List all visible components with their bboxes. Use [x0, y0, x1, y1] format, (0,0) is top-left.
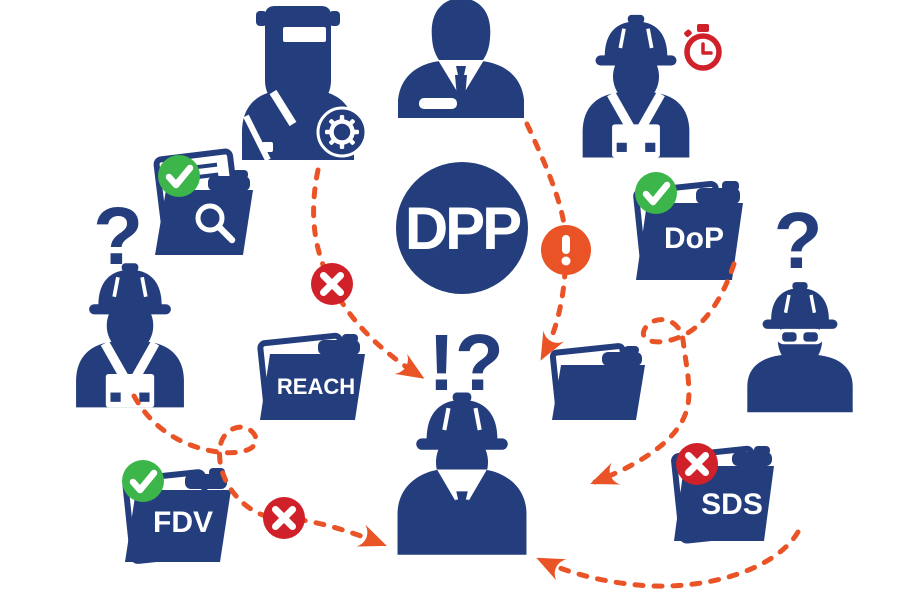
folder-front — [636, 203, 743, 280]
sds-folder-label: SDS — [701, 488, 763, 521]
folder-front — [260, 354, 365, 420]
folder-tab — [732, 452, 772, 466]
plain-folder-icon — [549, 343, 645, 420]
question-mark-left: ? — [93, 191, 143, 282]
folder-tab — [696, 188, 740, 204]
dpp-label: DPP — [405, 195, 520, 262]
cross-icon — [676, 443, 718, 485]
check-icon — [122, 460, 164, 502]
cross-icon — [263, 497, 305, 539]
check-icon — [158, 155, 200, 197]
businessman-figure — [398, 0, 524, 118]
welder-figure — [242, 6, 366, 162]
goggles-worker-figure — [747, 280, 853, 413]
stopwatch-icon — [684, 24, 722, 71]
folder-tab — [342, 334, 358, 343]
interrobang-mark: !? — [428, 318, 504, 407]
welding-mask — [265, 6, 331, 104]
construction-worker-timed-figure — [583, 15, 722, 158]
dashed-arrow-sds-to-manager — [536, 529, 801, 589]
folder-front — [552, 365, 645, 420]
folder-tab — [754, 446, 770, 455]
necktie — [455, 491, 469, 525]
overall-strap — [269, 89, 297, 127]
gear-icon — [318, 108, 366, 156]
folder-tab — [624, 346, 639, 354]
fdv-folder-label: FDV — [153, 506, 213, 539]
overall-button — [262, 142, 273, 152]
dop-folder-label: DoP — [664, 222, 724, 255]
dpp-circle — [396, 162, 528, 294]
dpp-hub: DPP — [396, 162, 528, 294]
folder-tab — [318, 340, 360, 355]
goggle-lens — [782, 332, 797, 342]
folder-tab — [232, 170, 248, 179]
dashed-arrow-worker-to-manager — [131, 393, 387, 547]
magnifier-icon — [195, 203, 236, 244]
necktie — [455, 66, 467, 98]
construction-worker-left-figure — [76, 263, 184, 407]
check-icon — [635, 172, 677, 214]
dashed-arrow-businessman-to-manager — [524, 121, 569, 361]
reach-folder-label: REACH — [277, 374, 355, 399]
folder-tab — [185, 474, 227, 489]
welding-visor — [283, 27, 326, 42]
name-badge — [419, 98, 457, 109]
reach-folder-icon: REACH — [257, 332, 365, 420]
shirt-collar — [437, 469, 487, 513]
welding-mask-side — [329, 11, 340, 26]
folder-tab — [602, 352, 642, 366]
folder-front — [155, 190, 253, 255]
folder-tab — [208, 176, 250, 191]
folder-tab — [722, 181, 739, 191]
dashed-arrow-dop-to-manager — [590, 261, 737, 485]
folder-front — [125, 490, 231, 562]
question-mark-right: ? — [774, 196, 823, 285]
exclamation-icon — [541, 225, 591, 275]
worker-body — [747, 354, 853, 413]
construction-worker-figure — [583, 15, 690, 158]
welding-mask-side — [256, 11, 267, 26]
cross-icon — [311, 263, 353, 305]
goggle-lens — [803, 332, 818, 342]
businessman-head — [431, 0, 491, 72]
site-manager-figure — [397, 393, 527, 555]
arm-seam — [243, 114, 271, 162]
